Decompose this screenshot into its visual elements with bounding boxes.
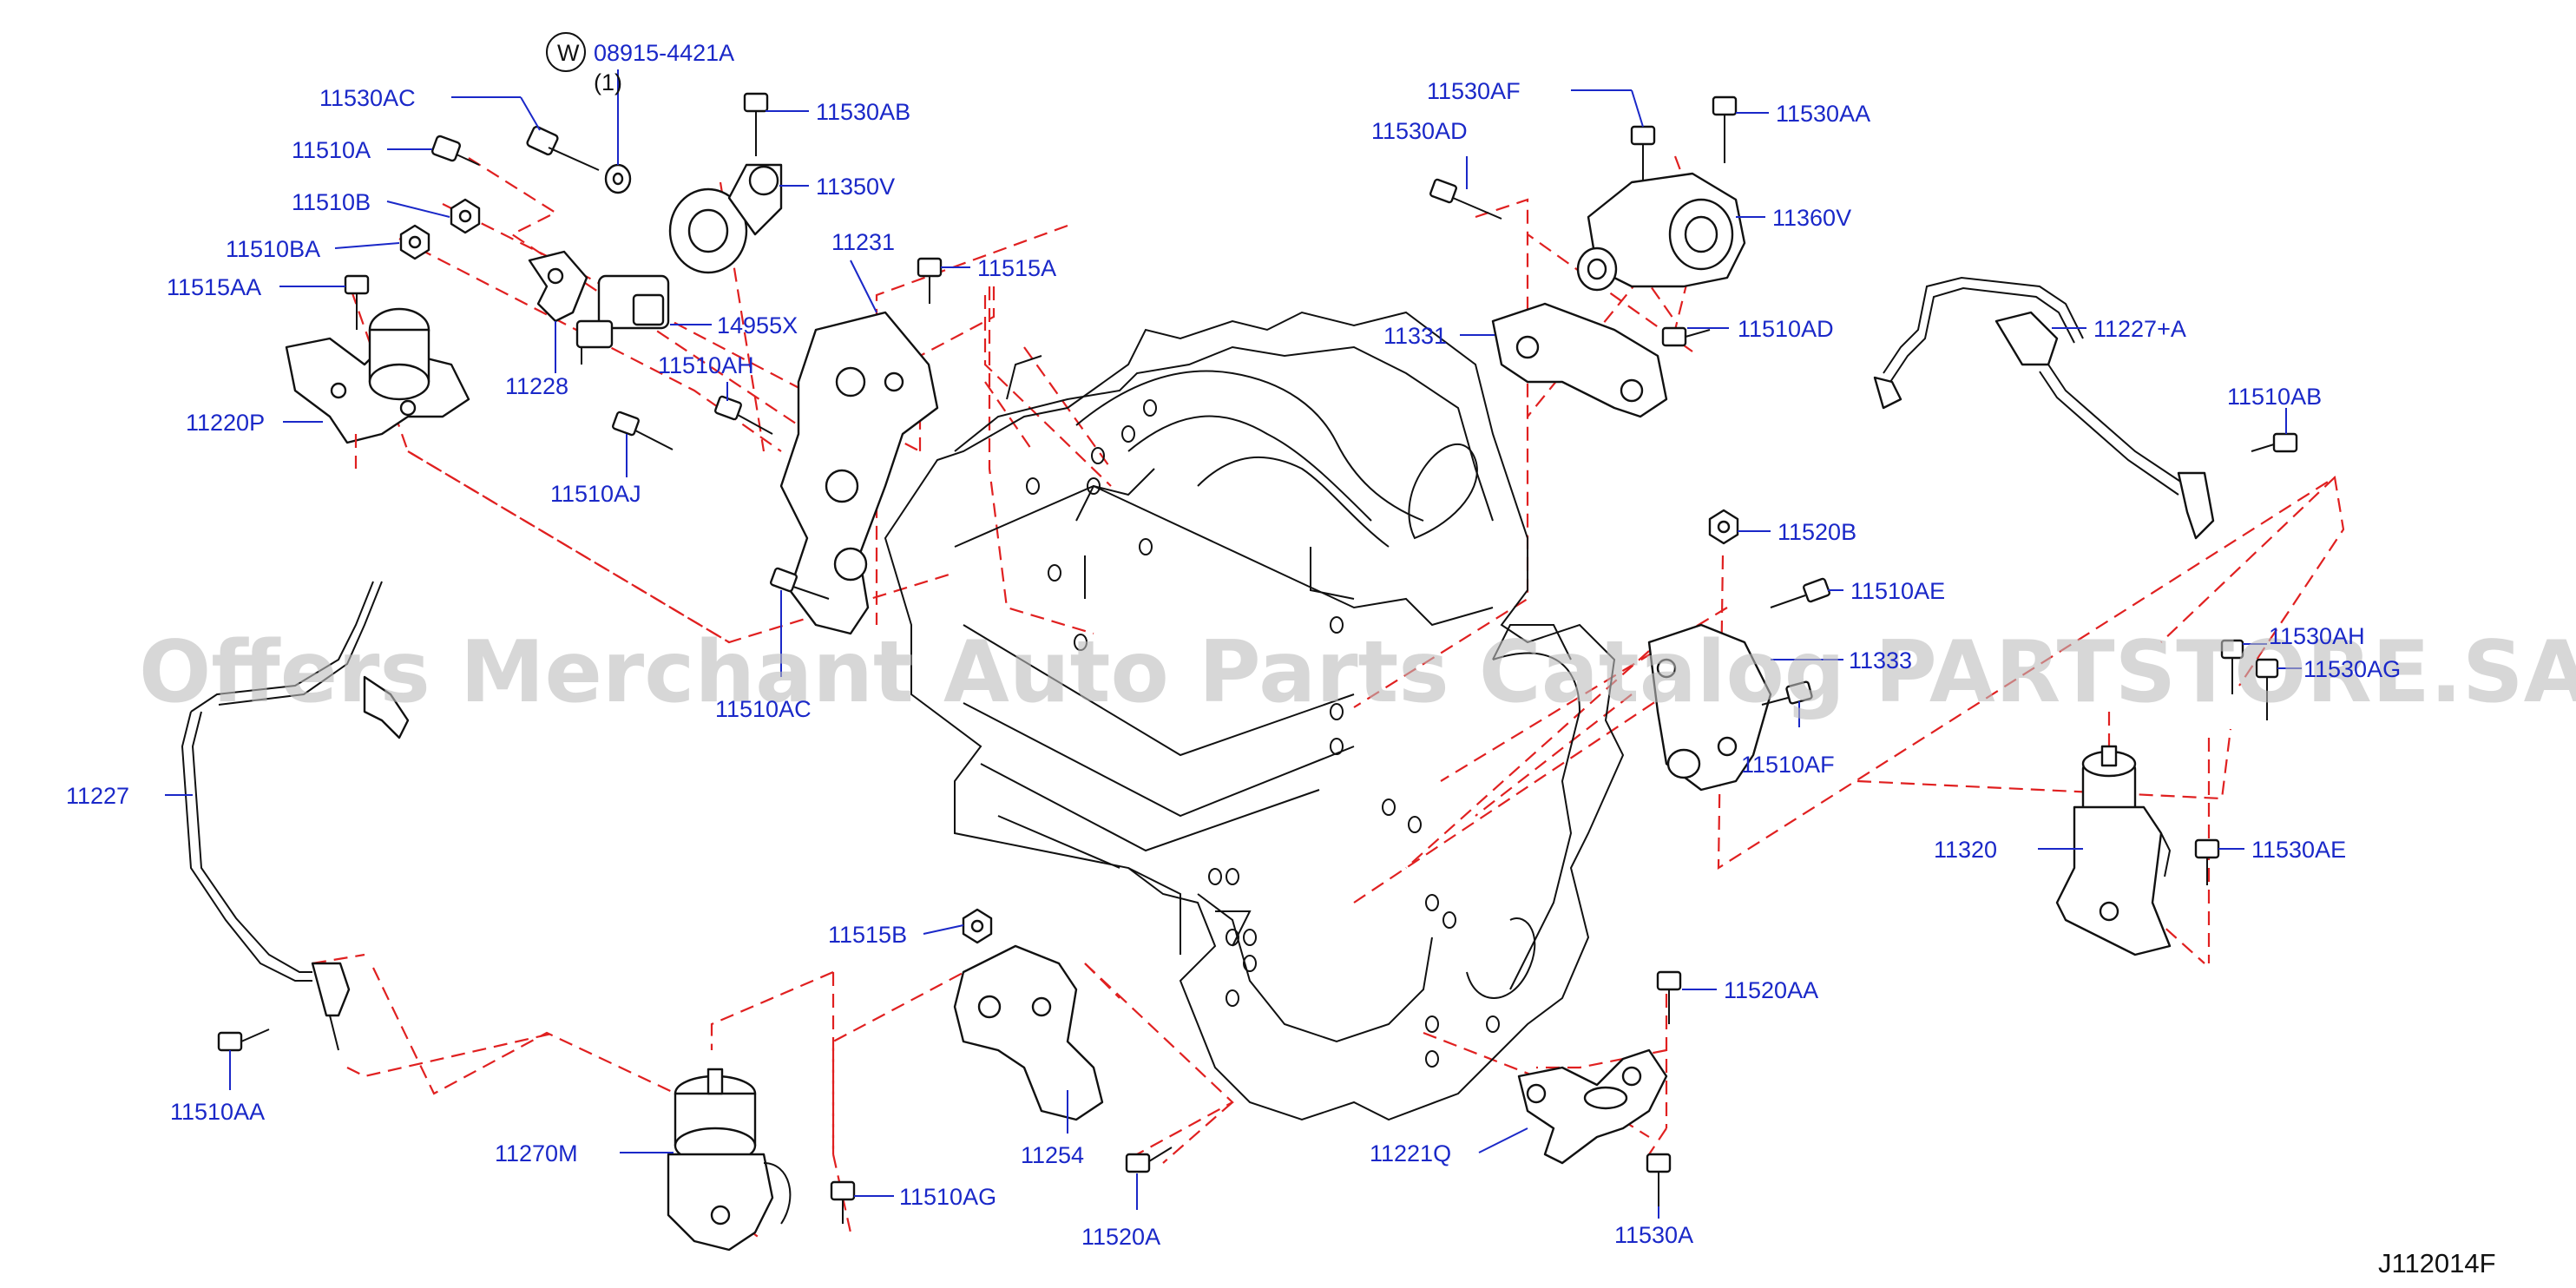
label-11510A[interactable]: 11510A — [292, 137, 371, 163]
engine-mount-11220P[interactable] — [285, 307, 470, 469]
bolt-11510A[interactable] — [431, 135, 480, 166]
bolt-11530AH[interactable] — [2220, 639, 2244, 694]
bolt-11510AA[interactable] — [217, 1028, 270, 1052]
bracket-11231[interactable] — [779, 311, 939, 635]
bolt-11510AH[interactable] — [714, 395, 773, 435]
label-08915-4421A[interactable]: 08915-4421A — [594, 40, 734, 66]
bolt-11510AE[interactable] — [1770, 577, 1830, 608]
engine-mount-11320[interactable] — [2055, 745, 2172, 956]
nut-11510BA[interactable] — [399, 224, 430, 260]
bolt-11530A[interactable] — [1646, 1153, 1672, 1206]
bolt-11510AB[interactable] — [2251, 432, 2298, 453]
bolt-11530AF[interactable] — [1630, 125, 1656, 182]
mount-bracket-11333[interactable] — [1647, 623, 1772, 792]
label-11530A[interactable]: 11530A — [1614, 1222, 1693, 1248]
pipe-11227-plus-A[interactable] — [1873, 276, 2215, 540]
label-11530AG[interactable]: 11530AG — [2303, 656, 2401, 682]
label-11221Q[interactable]: 11221Q — [1370, 1140, 1451, 1166]
label-14955X[interactable]: 14955X — [717, 312, 798, 338]
label-11515A[interactable]: 11515A — [977, 255, 1056, 281]
mount-bracket-11360V[interactable] — [1576, 172, 1746, 292]
label-11254[interactable]: 11254 — [1021, 1142, 1084, 1168]
label-11520AA[interactable]: 11520AA — [1724, 977, 1818, 1003]
bolt-11530AD[interactable] — [1429, 178, 1502, 220]
label-11510B[interactable]: 11510B — [292, 189, 371, 215]
label-11510AB[interactable]: 11510AB — [2227, 384, 2322, 410]
washer-08915-4421A[interactable] — [604, 163, 632, 194]
bolt-11520AA[interactable] — [1656, 970, 1682, 1024]
label-11231[interactable]: 11231 — [831, 229, 895, 255]
nut-11510B[interactable] — [450, 198, 481, 234]
nut-11515B[interactable] — [962, 908, 993, 944]
label-11530AC[interactable]: 11530AC — [319, 85, 416, 111]
bolt-11530AG[interactable] — [2255, 658, 2279, 720]
label-11350V[interactable]: 11350V — [816, 174, 895, 200]
label-11510AJ[interactable]: 11510AJ — [550, 481, 641, 507]
torque-rod-11350V[interactable] — [668, 163, 783, 274]
nut-11520B[interactable] — [1708, 509, 1739, 545]
label-11530AF[interactable]: 11530AF — [1427, 78, 1521, 104]
bolt-11530AB[interactable] — [743, 92, 769, 156]
label-11530AA[interactable]: 11530AA — [1776, 101, 1870, 127]
pipe-11227[interactable] — [181, 581, 410, 1051]
label-11510AE[interactable]: 11510AE — [1850, 578, 1945, 604]
label-11530AH[interactable]: 11530AH — [2269, 623, 2365, 649]
label-11220P[interactable]: 11220P — [186, 410, 265, 436]
washer-quantity: (1) — [594, 69, 622, 95]
bracket-11254[interactable] — [953, 944, 1104, 1121]
diagram-code: J112014F — [2378, 1248, 2496, 1278]
washer-symbol: W — [557, 40, 580, 66]
label-leader-lines — [165, 69, 2302, 1219]
label-11510AG[interactable]: 11510AG — [899, 1184, 996, 1210]
bolt-11510AF[interactable] — [1761, 680, 1813, 706]
label-11530AE[interactable]: 11530AE — [2251, 837, 2346, 863]
label-11227-plus-A[interactable]: 11227+A — [2093, 316, 2186, 342]
label-11333[interactable]: 11333 — [1849, 647, 1912, 674]
washer-symbol-circle — [546, 32, 586, 72]
label-11510AH[interactable]: 11510AH — [658, 352, 754, 378]
solenoid-valve-14955X[interactable] — [575, 274, 670, 365]
label-11270M[interactable]: 11270M — [495, 1140, 578, 1166]
label-11228[interactable]: 11228 — [505, 373, 568, 399]
label-11515AA[interactable]: 11515AA — [167, 274, 261, 300]
bolt-11515AA[interactable] — [344, 274, 370, 330]
label-11515B[interactable]: 11515B — [828, 922, 907, 948]
label-11510AC[interactable]: 11510AC — [715, 696, 812, 722]
watermark-text: Offers Merchant Auto Parts Catalog PARTS… — [139, 623, 2576, 722]
label-11530AD[interactable]: 11530AD — [1371, 118, 1468, 144]
label-11530AB[interactable]: 11530AB — [816, 99, 910, 125]
part-labels: W 08915-4421A (1) 11530AC 11530AB 11510A… — [66, 32, 2401, 1250]
label-11510AA[interactable]: 11510AA — [170, 1099, 265, 1125]
bolt-11510AG[interactable] — [830, 1180, 856, 1224]
engine-mount-11221Q[interactable] — [1517, 1048, 1668, 1165]
label-11320[interactable]: 11320 — [1934, 837, 1997, 863]
bolt-11510AJ[interactable] — [612, 411, 674, 450]
label-11520A[interactable]: 11520A — [1081, 1224, 1160, 1250]
bolt-11515A[interactable] — [917, 257, 943, 304]
bolt-11530AE[interactable] — [2194, 838, 2220, 885]
label-11510AF[interactable]: 11510AF — [1741, 752, 1835, 778]
label-11227[interactable]: 11227 — [66, 783, 129, 809]
bolt-11510AC[interactable] — [770, 567, 830, 600]
bracket-11228[interactable] — [528, 250, 588, 323]
bolt-11520A[interactable] — [1125, 1147, 1173, 1173]
bracket-11331[interactable] — [1491, 302, 1668, 418]
label-11360V[interactable]: 11360V — [1772, 205, 1851, 231]
label-11520B[interactable]: 11520B — [1778, 519, 1856, 545]
label-11510AD[interactable]: 11510AD — [1738, 316, 1834, 342]
bolt-11510AD[interactable] — [1661, 326, 1711, 347]
engine-mount-11270M[interactable] — [667, 1068, 792, 1252]
bolt-11530AC[interactable] — [526, 125, 600, 171]
label-11510BA[interactable]: 11510BA — [226, 236, 320, 262]
label-11331[interactable]: 11331 — [1383, 323, 1447, 349]
bolt-11530AA[interactable] — [1712, 95, 1738, 163]
engine-block — [884, 311, 1625, 1121]
